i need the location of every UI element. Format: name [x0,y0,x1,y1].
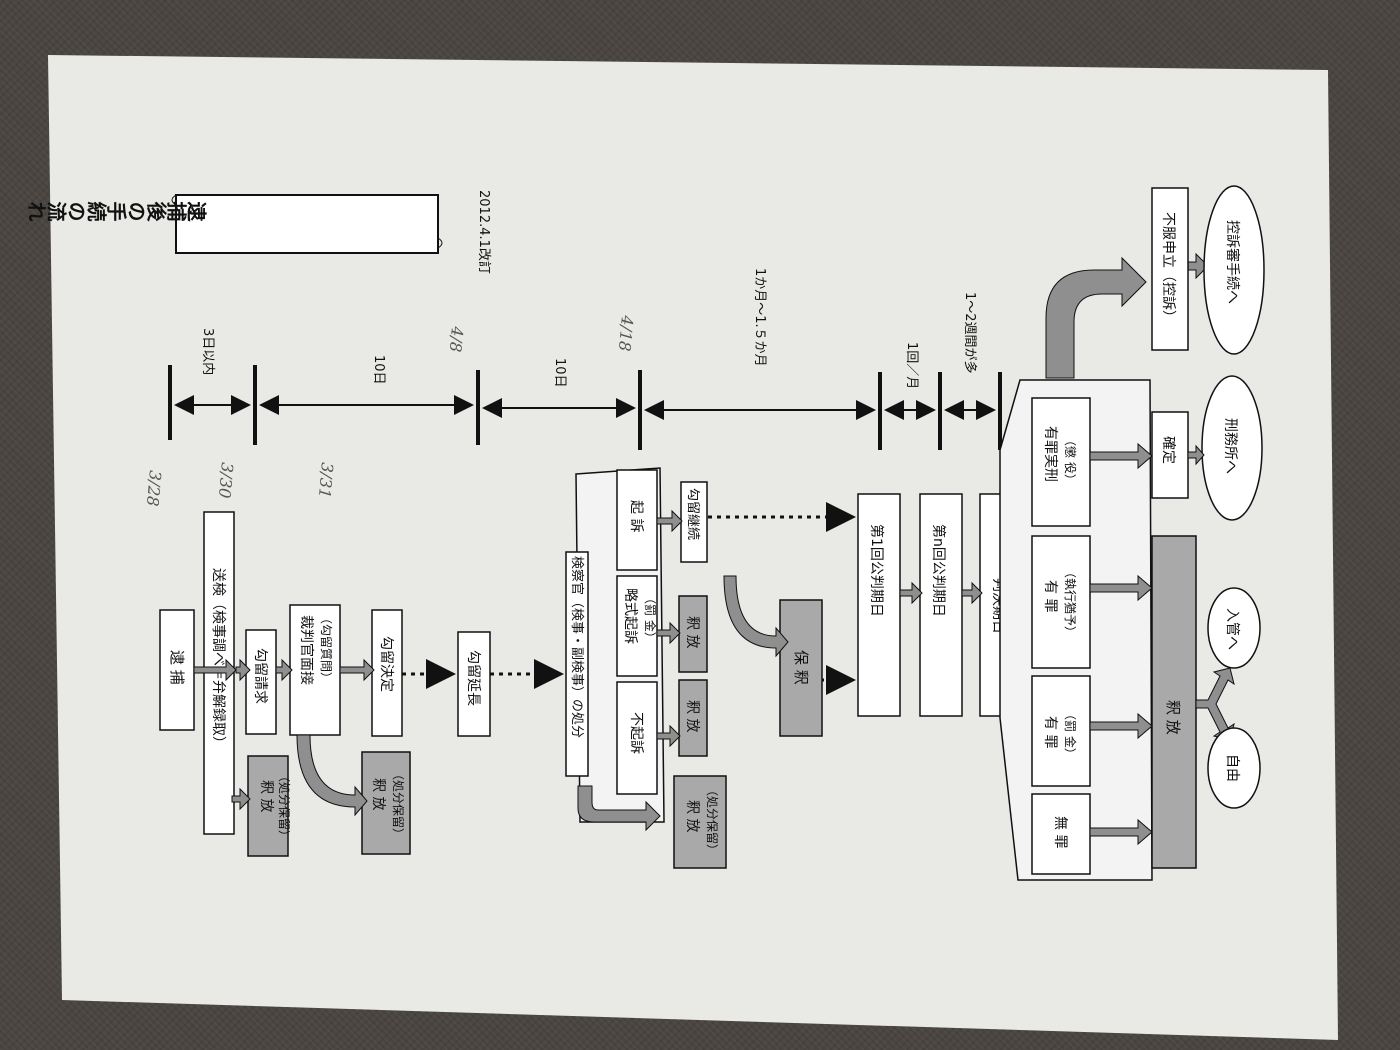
title-scroll: 逮捕後の手続の流れ [27,194,443,254]
svg-text:起 訴: 起 訴 [628,500,644,532]
arrows-trial [899,581,983,605]
svg-text:有 罪: 有 罪 [1042,716,1058,748]
box-koryu-keizoku: 勾留継続 [680,481,708,563]
svg-text:無 罪: 無 罪 [1052,816,1068,848]
dotted-arrows-2 [708,502,856,695]
handwritten-notes: 3/28 3/30 3/31 4/8 4/18 [143,314,637,507]
box-shakuho-3: 釈 放 [678,679,708,757]
span-label-1: 10日 [371,355,386,385]
box-koryu-seikyu: 勾留請求 [245,629,277,735]
svg-text:保 釈: 保 釈 [792,650,810,685]
timeline-arrows [174,395,996,420]
box-kohan-1: 第1回公判期日 [857,493,901,717]
svg-text:刑務所へ: 刑務所へ [1222,418,1238,474]
svg-text:勾留請求: 勾留請求 [252,648,268,704]
svg-text:（処分保留）: （処分保留） [391,768,405,840]
box-shakuho-1: 釈 放 （処分保留） [247,755,291,857]
box-muzai: 無 罪 [1031,793,1091,875]
box-yuzai-shikko: 有 罪 （執行猶予） [1031,535,1091,669]
svg-text:第1回公判期日: 第1回公判期日 [868,524,885,617]
box-hoshaku: 保 釈 [723,575,823,737]
timeline [168,365,1002,450]
note-3-28: 3/28 [143,470,165,507]
svg-text:送検（検事調べ＝弁解録取）: 送検（検事調べ＝弁解録取） [210,568,226,750]
box-shakuho-2: 釈 放 （処分保留） [361,751,411,855]
revision-label: 2012.4.1改訂 [476,190,492,274]
ellipse-koso: 控訴審手続へ [1203,185,1265,355]
ellipse-jiyu: 自由 [1207,727,1261,809]
svg-text:不服申立（控訴）: 不服申立（控訴） [1160,212,1176,324]
svg-text:自由: 自由 [1224,754,1240,782]
box-saibankan: 裁判官面接 （勾留質問） [289,604,341,736]
svg-text:（執行猶予）: （執行猶予） [1063,566,1077,638]
arrows-verdict [1045,252,1235,846]
box-koryu-encho: 勾留延長 [457,631,491,737]
hoshaku-arrow [723,575,789,658]
note-3-30: 3/30 [215,462,237,499]
svg-text:（罰 金）: （罰 金） [1063,708,1078,760]
box-shakuho-4: 釈 放 [678,595,708,673]
span-label-3: 1か月～1.５か月 [752,268,767,367]
note-3-31: 3/31 [315,462,337,499]
svg-text:検察官（検事・副検事）の処分: 検察官（検事・副検事）の処分 [569,556,585,738]
svg-text:裁判官面接: 裁判官面接 [298,615,315,685]
svg-text:（罰 金）: （罰 金） [643,592,658,644]
box-yuzai-bakkin: 有 罪 （罰 金） [1031,675,1091,787]
box-kohan-n: 第n回公判期日 [919,493,963,717]
span-label-2: 10日 [552,358,567,388]
note-4-8: 4/8 [446,325,467,353]
ellipse-nyukan: 入管へ [1207,587,1261,669]
box-kakutei: 確定 [1151,411,1189,499]
svg-text:勾留継続: 勾留継続 [685,488,700,540]
arrows-col2 [577,509,683,832]
svg-text:第n回公判期日: 第n回公判期日 [930,524,947,617]
svg-text:有罪実刑: 有罪実刑 [1042,426,1058,482]
box-yuzai-jikkei: 有罪実刑 （懲 役） [1031,397,1091,527]
box-shakuho-5: 釈 放 （処分保留） [673,775,727,869]
note-4-18: 4/18 [615,314,637,352]
svg-text:逮 捕: 逮 捕 [168,650,186,685]
box-fufuku: 不服申立（控訴） [1151,187,1189,351]
svg-text:勾留延長: 勾留延長 [465,650,481,706]
box-koryu-kettei: 勾留決定 [371,609,403,737]
svg-text:不起訴: 不起訴 [628,712,644,754]
svg-text:有 罪: 有 罪 [1042,580,1058,612]
arrows-col1 [193,658,375,817]
span-label-5: 1～2週間が多 [962,292,978,374]
svg-text:（処分保留）: （処分保留） [277,770,291,842]
ellipse-keimusho: 刑務所へ [1201,375,1263,521]
svg-text:入管へ: 入管へ [1224,608,1240,650]
span-label-4: 1回／月 [904,342,919,389]
svg-text:釈 放: 釈 放 [370,778,386,810]
svg-text:確定: 確定 [1160,436,1176,464]
svg-text:略式起訴: 略式起訴 [622,588,638,644]
arrow-kakutei [1187,444,1205,466]
title-text: 逮捕後の手続の流れ [27,198,207,222]
svg-text:勾留決定: 勾留決定 [378,636,394,692]
svg-text:釈 放: 釈 放 [684,800,700,832]
svg-text:釈 放: 釈 放 [684,700,700,732]
box-shakuho-final: 釈 放 [1151,535,1197,869]
span-label-0: 3日以内 [200,328,216,375]
svg-text:（勾留質問）: （勾留質問） [319,612,334,684]
svg-text:釈 放: 釈 放 [258,780,274,812]
svg-text:控訴審手続へ: 控訴審手続へ [1224,220,1241,304]
box-taiho: 逮 捕 [159,609,195,731]
svg-text:（処分保留）: （処分保留） [705,784,719,856]
svg-text:釈 放: 釈 放 [1164,700,1182,735]
svg-text:（懲 役）: （懲 役） [1063,434,1078,486]
kensatsukan-block: 検察官（検事・副検事）の処分 不起訴 略式起訴 （罰 金） 起 訴 [565,467,665,823]
svg-text:釈 放: 釈 放 [684,616,700,648]
